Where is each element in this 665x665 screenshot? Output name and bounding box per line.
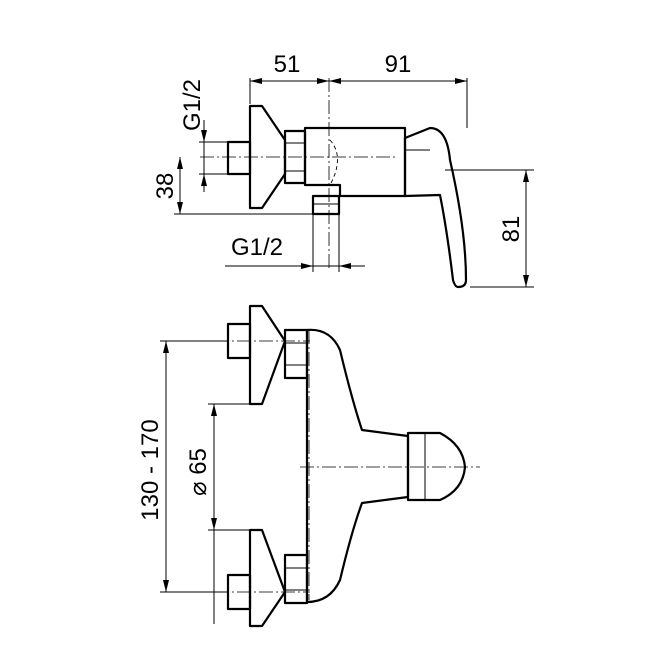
front-view: 130 - 170 ⌀ 65 [137,304,480,628]
outlet-connector [311,194,341,216]
inlet-connector [226,140,252,176]
side-view: 51 91 G1/2 38 G1/2 81 [152,51,534,289]
lower-nut [283,553,309,605]
lower-flange [248,528,287,628]
front-handle [406,431,467,502]
upper-nut [283,328,309,380]
mixer-body [303,126,407,198]
upper-flange [248,304,287,406]
dim-width-right: 91 [385,51,412,78]
dim-flange-diameter: ⌀ 65 [185,448,212,496]
lever-handle [403,126,468,289]
dim-inlet-thread: G1/2 [179,79,206,131]
dim-outlet-thread: G1/2 [231,234,283,261]
dim-width-left: 51 [274,51,301,78]
dim-height-inlet: 38 [152,173,179,200]
dim-handle-height: 81 [498,216,525,243]
dim-center-distance: 130 - 170 [137,419,164,520]
front-mixer-body [305,328,410,604]
